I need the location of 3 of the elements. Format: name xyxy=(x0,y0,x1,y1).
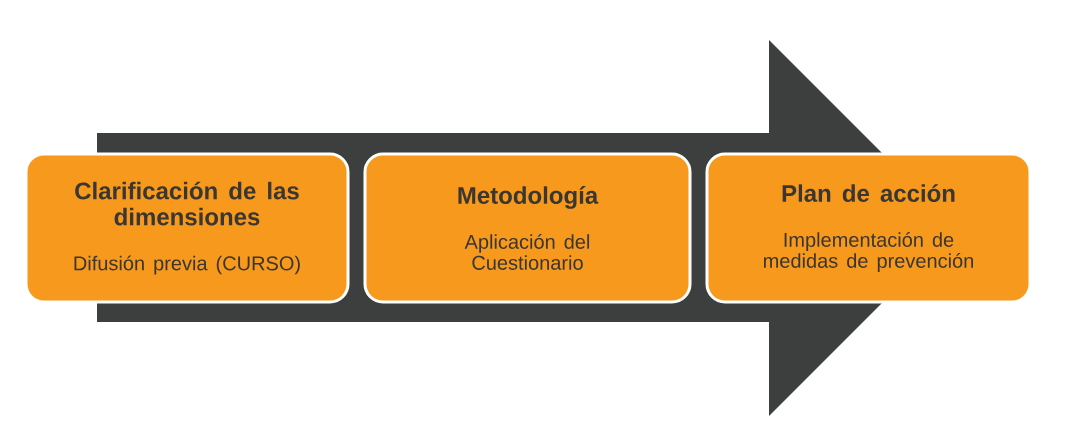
process-box: Plan de acción Implementación de medidas de prevención xyxy=(705,152,1032,304)
process-box: Metodología Aplicación del Cuestionario xyxy=(363,152,692,304)
process-box: Clarificación de las dimensiones Difusión previa (CURSO) xyxy=(24,152,350,304)
